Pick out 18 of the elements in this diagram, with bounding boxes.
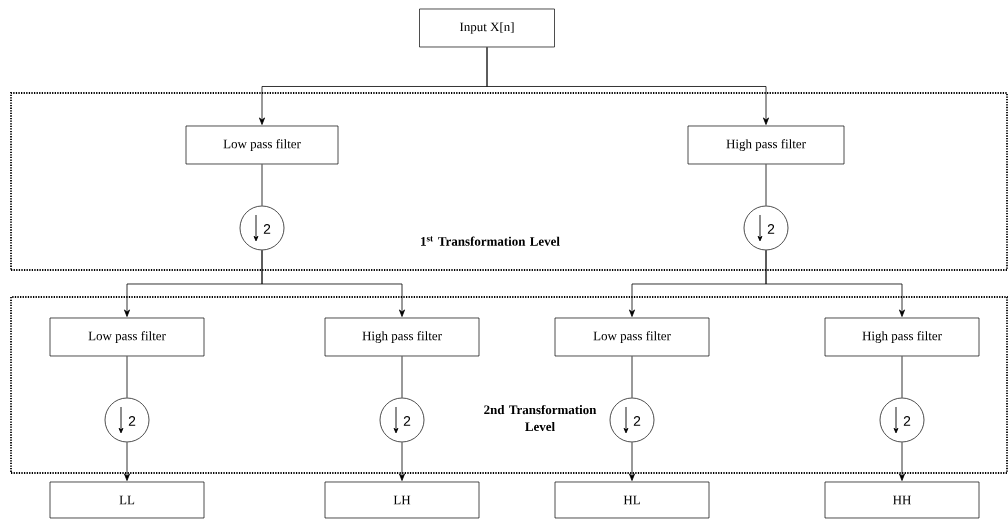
filter-box: Input X[n]: [419, 8, 555, 48]
arrow: [486, 46, 769, 125]
filter-box: LL: [49, 481, 205, 519]
filter-box: HH: [824, 481, 980, 519]
filter-box: Low pass filter: [185, 125, 339, 165]
arrow: [899, 441, 905, 481]
filter-box: LH: [324, 481, 480, 519]
filter-box: HL: [554, 481, 710, 519]
arrow: [399, 441, 405, 481]
arrow: [124, 441, 130, 481]
filter-box: High pass filter: [824, 317, 980, 357]
arrow: [261, 249, 405, 317]
filter-box: Low pass filter: [49, 317, 205, 357]
filter-box: High pass filter: [687, 125, 845, 165]
arrow: [629, 441, 635, 481]
arrow: [765, 249, 905, 317]
filter-box: High pass filter: [324, 317, 480, 357]
filter-box: Low pass filter: [554, 317, 710, 357]
